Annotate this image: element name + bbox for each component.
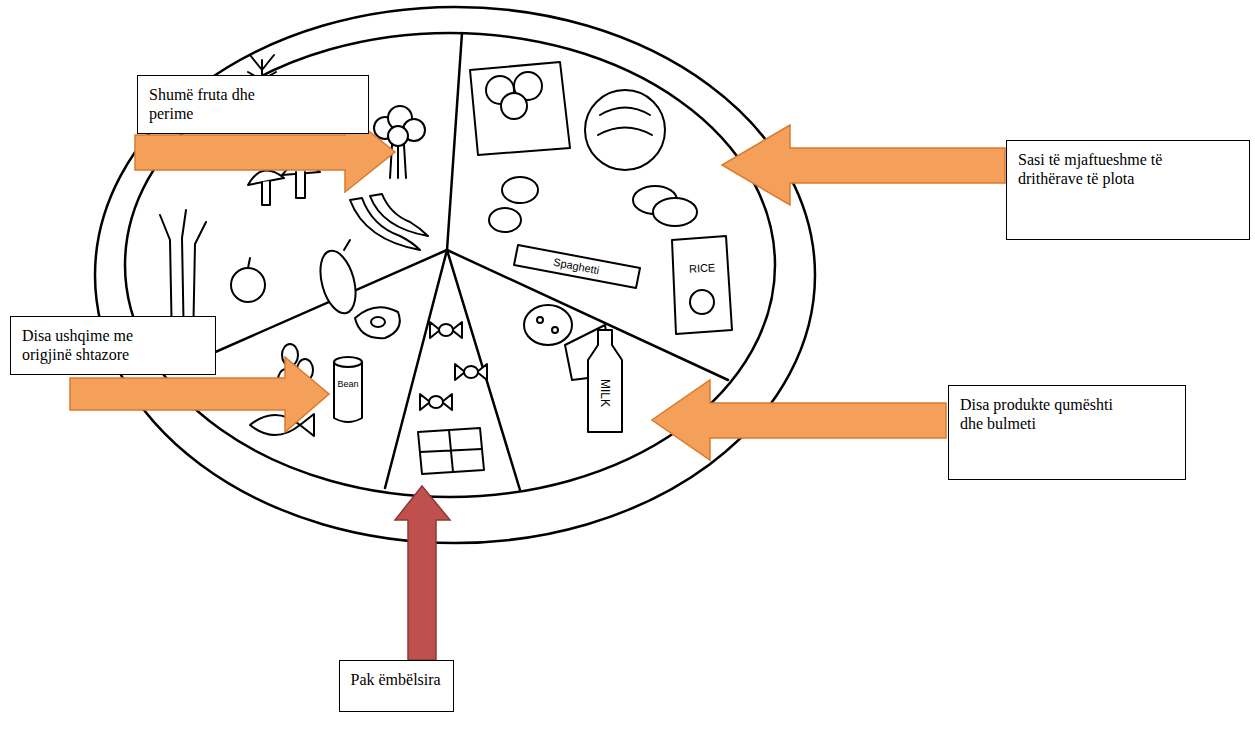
pointer-arrow <box>722 125 1005 205</box>
callout-text: Sasi të mjaftueshme të drithërave të plo… <box>1018 150 1190 188</box>
callout-text: Disa ushqime me origjinë shtazore <box>22 326 154 364</box>
pointer-arrow <box>652 380 946 460</box>
callout-text: Shumë fruta dhe perime <box>149 85 299 123</box>
package-label: Bean <box>335 379 360 390</box>
callout-box: Disa produkte qumështi dhe bulmeti <box>948 385 1186 480</box>
callout-box: Pak ëmbëlsira <box>339 660 454 712</box>
callout-text: Pak ëmbëlsira <box>351 670 441 689</box>
callout-text: Disa produkte qumështi dhe bulmeti <box>960 395 1125 433</box>
callout-box: Sasi të mjaftueshme të drithërave të plo… <box>1006 140 1250 240</box>
package-label: RICE <box>687 261 718 276</box>
pointer-arrow <box>395 486 450 660</box>
callout-box: Shumë fruta dhe perime <box>137 75 369 134</box>
package-label: MILK <box>598 377 612 409</box>
callout-box: Disa ushqime me origjinë shtazore <box>10 316 216 375</box>
